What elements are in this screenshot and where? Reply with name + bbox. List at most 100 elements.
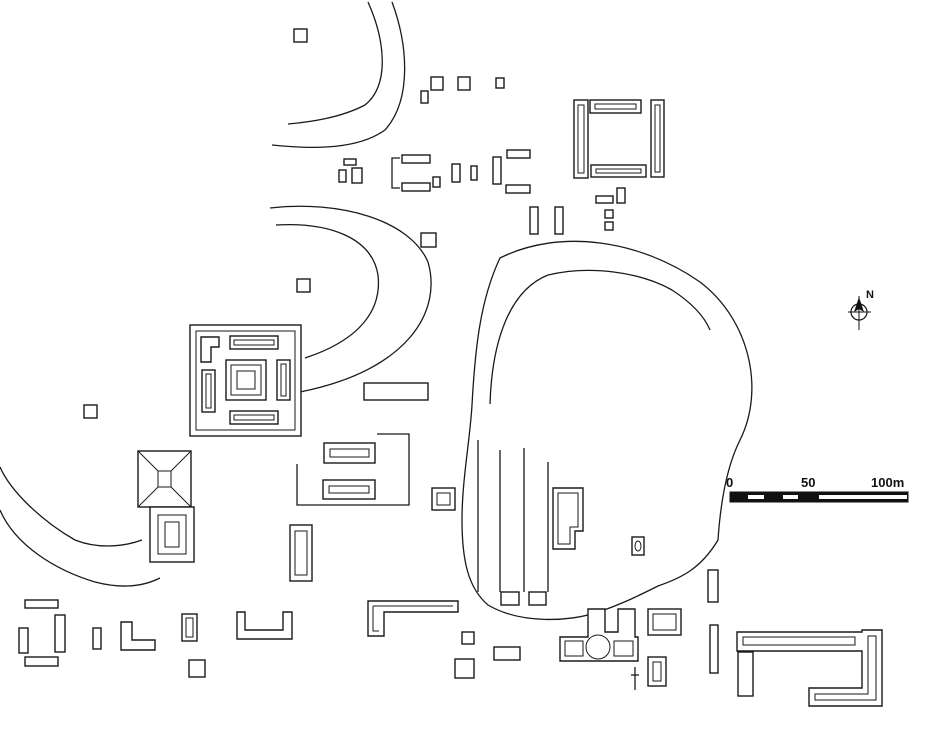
quad-west-roof: [577, 104, 585, 174]
structure: [529, 206, 539, 235]
structure: [430, 76, 444, 91]
structure: [338, 169, 347, 183]
structure: [616, 187, 626, 204]
structure: [401, 154, 431, 164]
structure: [737, 651, 754, 697]
contour-lines: [0, 1, 753, 621]
l-shaped-long-building-inner: [372, 605, 453, 632]
structure: [18, 627, 29, 654]
contour-southwest: [0, 466, 143, 547]
east-plateau: [477, 440, 645, 606]
structure: [495, 77, 505, 89]
structure: [92, 627, 102, 650]
pyramid-north-summit: [157, 470, 172, 488]
structure: [707, 569, 719, 603]
structure: [506, 149, 531, 159]
scale-label-0: 0: [726, 475, 733, 490]
scale-bar-segment: [819, 495, 907, 499]
north-arrow: N: [848, 289, 874, 330]
long-platform: [363, 382, 429, 401]
east-range-roof: [280, 363, 287, 397]
enclosure-wall: [296, 433, 410, 506]
structure: [454, 658, 475, 679]
contour-north-ridge-outer: [271, 1, 406, 148]
quad-south-roof: [595, 168, 642, 174]
enclosure-building-north-roof: [329, 448, 370, 458]
pyramid-north-ridge-d: [170, 486, 192, 508]
structure-roof: [652, 613, 677, 631]
structure: [296, 278, 311, 293]
small-pyramid: [431, 487, 456, 511]
pyramid-south-top: [164, 521, 180, 548]
pyramid-south: [149, 506, 195, 563]
l-shaped-palace-east-inner: [742, 635, 877, 701]
structure: [24, 656, 59, 667]
quad-south-building: [590, 164, 647, 178]
courtyard-wall: [391, 157, 400, 189]
structure: [461, 631, 475, 645]
pyramid-south-step: [157, 514, 187, 555]
corner-building-nw: [200, 336, 220, 363]
u-shaped-building: [236, 611, 293, 640]
enclosure-building-south: [322, 479, 376, 500]
quad-west-building: [573, 99, 589, 179]
enclosure-building-north: [323, 442, 376, 464]
palace-wing-west: [564, 640, 584, 657]
structure: [24, 599, 59, 609]
north-range-building: [229, 335, 279, 350]
structure-roof: [185, 617, 194, 638]
quad-east-roof: [654, 104, 661, 173]
structure: [528, 591, 547, 606]
central-platform: [225, 359, 267, 401]
enclosure-building-south-roof: [328, 485, 370, 494]
structure: [293, 28, 308, 43]
northeast-quadrangle: [573, 99, 665, 179]
structure: [709, 624, 719, 674]
pyramid-north-ridge-b: [170, 450, 192, 472]
scale-label-50: 50: [801, 475, 815, 490]
stepped-building-inner: [557, 492, 579, 545]
south-range-roof: [233, 414, 275, 421]
narrow-building: [289, 524, 313, 582]
structure: [604, 209, 614, 219]
quad-north-building: [589, 99, 642, 114]
structure: [554, 206, 564, 235]
contour-east-plateau-outer: [461, 240, 753, 621]
structure: [500, 591, 520, 606]
middle-group: [83, 382, 456, 582]
structure: [188, 659, 206, 678]
structure: [505, 184, 531, 194]
west-range-building: [201, 369, 216, 413]
structure: [432, 176, 441, 188]
south-group: [18, 569, 883, 707]
south-range-building: [229, 410, 279, 425]
contour-central-west-inner: [275, 223, 380, 359]
west-range-roof: [205, 373, 212, 409]
east-range-building: [276, 359, 291, 401]
central-compound: [189, 324, 302, 437]
structure: [631, 536, 645, 556]
structure: [604, 221, 614, 231]
structure: [401, 182, 431, 192]
central-platform-top: [236, 370, 256, 390]
pyramids-southwest: [137, 450, 195, 563]
small-pyramid-top: [436, 492, 451, 506]
structure: [351, 167, 363, 184]
contour-north-ridge: [287, 1, 383, 125]
structure: [470, 165, 478, 181]
structure-roof: [652, 661, 662, 682]
structure: [493, 646, 521, 661]
stepped-building: [552, 487, 584, 550]
structure: [420, 232, 437, 248]
structure: [420, 90, 429, 104]
scale-bar: 0 50 100m: [726, 475, 909, 503]
structure: [457, 76, 471, 91]
palace-wing-east: [613, 640, 634, 657]
north-range-roof: [233, 339, 275, 346]
contour-east-plateau-inner: [489, 269, 711, 405]
structure: [595, 195, 614, 204]
l-shaped-palace-east: [736, 629, 883, 707]
structure: [492, 156, 502, 185]
structure: [343, 158, 357, 166]
north-arrow-icon: [854, 297, 864, 312]
